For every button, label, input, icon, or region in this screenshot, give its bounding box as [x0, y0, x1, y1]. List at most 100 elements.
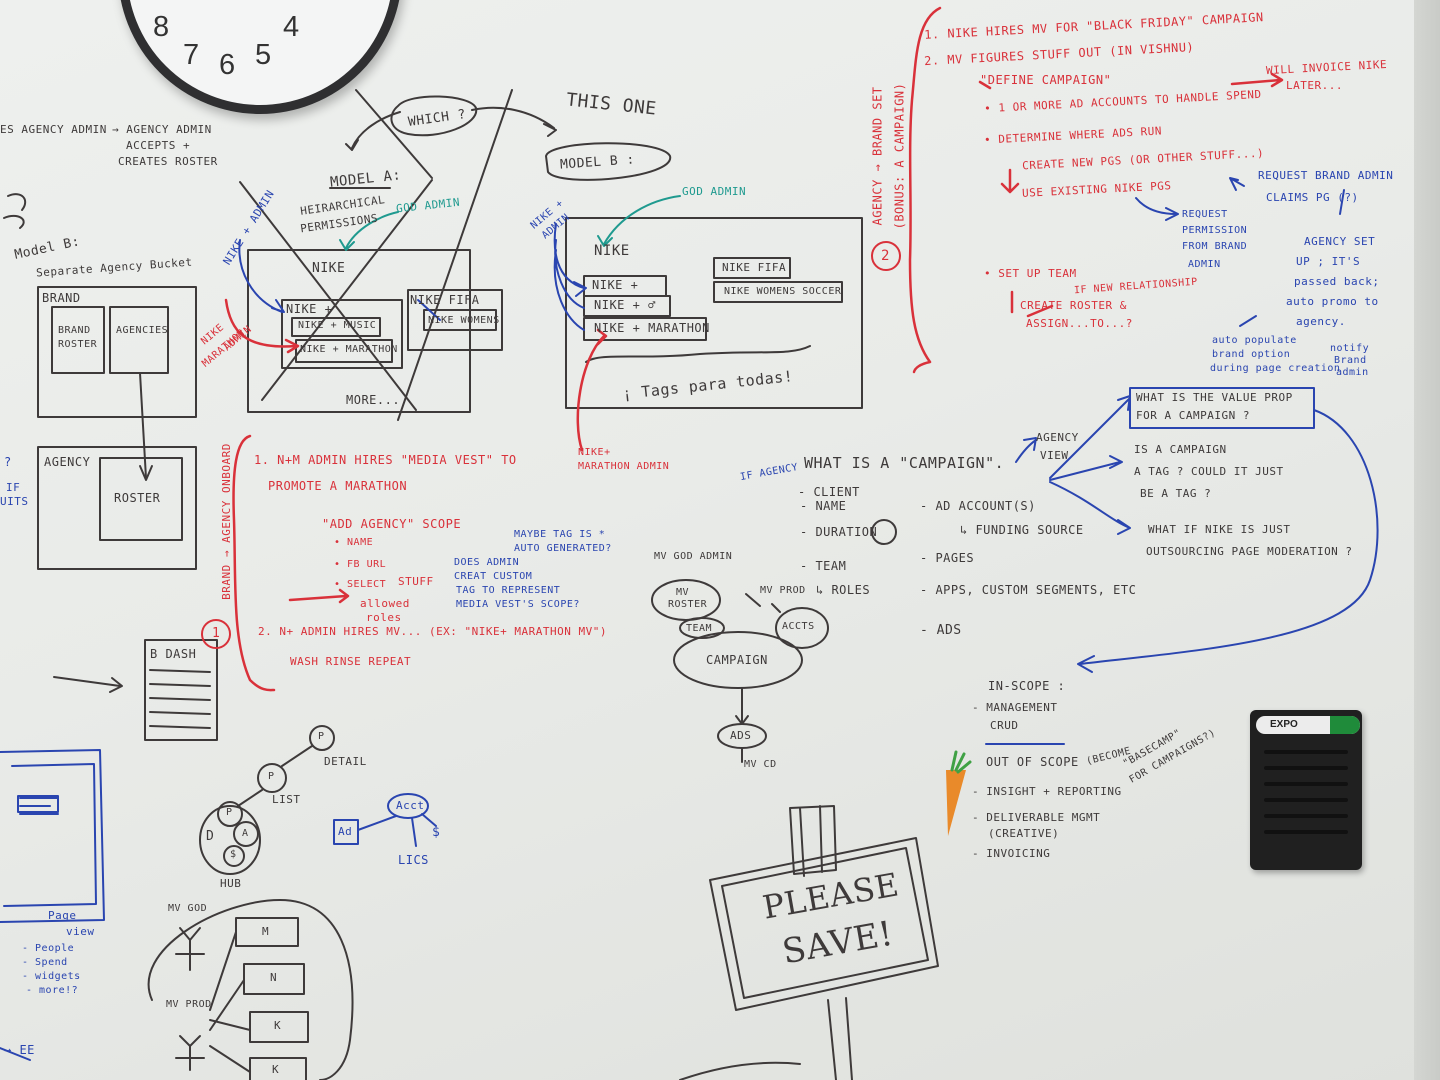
node-p-hub: P — [226, 807, 233, 818]
agency-set-4: auto promo to — [1286, 295, 1379, 308]
notify-1: notify — [1330, 343, 1370, 354]
brand-roster-label-1: BRAND — [58, 325, 91, 336]
box-k-2: K — [272, 1063, 280, 1076]
maybe-tag-2: AUTO GENERATED? — [514, 543, 612, 554]
value-prop-1: WHAT IS THE VALUE PROP — [1136, 391, 1293, 404]
in-scope: IN-SCOPE : — [988, 679, 1066, 693]
stuff-label: STUFF — [398, 575, 434, 588]
model-b-nike-plus-o: NIKE + ♂ — [594, 298, 656, 312]
agency-flow-4: CREATES ROSTER — [118, 155, 218, 168]
model-b-nike-fifa: NIKE FIFA — [722, 261, 787, 274]
auto-populate-2: brand option — [1212, 349, 1291, 360]
model-b-nike-marathon: NIKE + MARATHON — [594, 321, 710, 335]
agency-view-1: AGENCY — [1036, 431, 1079, 444]
roster-box-label: ROSTER — [114, 491, 161, 505]
is-campaign-1: IS A CAMPAIGN — [1134, 443, 1227, 456]
mv-cd: MV CD — [744, 759, 777, 770]
agency-flow-1: ES AGENCY ADMIN — [0, 123, 107, 136]
page-list-widgets: - widgets — [22, 971, 81, 982]
model-b-nike-plus: NIKE + — [592, 278, 639, 292]
agencies-label: AGENCIES — [116, 325, 169, 336]
node-d: D — [206, 829, 215, 844]
campaign-ads: - ADS — [920, 623, 962, 638]
node-a: A — [242, 828, 249, 839]
what-is-a-campaign: WHAT IS A "CAMPAIGN". — [804, 454, 1005, 472]
out-of-scope: OUT OF SCOPE — [986, 755, 1079, 769]
model-a-nike: NIKE — [312, 261, 346, 276]
mv-roster-1: MV — [676, 587, 690, 598]
model-b-nike: NIKE — [594, 243, 630, 259]
lics-label: LICS — [398, 853, 429, 867]
campaign-name: - NAME — [800, 499, 847, 513]
bullet-fb-url: • FB URL — [334, 559, 387, 570]
edge-uits: UITS — [0, 495, 29, 508]
clock-number-8: 8 — [153, 11, 170, 43]
box-m: M — [262, 925, 270, 938]
add-agency-scope: "ADD AGENCY" SCOPE — [322, 517, 462, 531]
campaign-team: - TEAM — [800, 559, 847, 573]
agency-box-label: AGENCY — [44, 455, 91, 469]
create-roster-2: ASSIGN...TO...? — [1026, 317, 1133, 330]
model-a-nike-marathon: NIKE + MARATHON — [300, 344, 398, 355]
ad-node: Ad — [338, 825, 353, 838]
circled-2: 2 — [881, 248, 890, 264]
bullet-name: • NAME — [334, 537, 374, 548]
model-b-nike-womens: NIKE WOMENS SOCCER — [724, 286, 842, 297]
campaign-apps: - APPS, CUSTOM SEGMENTS, ETC — [920, 583, 1137, 597]
brand-agency-onboard-vertical: BRAND → AGENCY ONBOARD — [219, 443, 233, 600]
scope-invoicing: - INVOICING — [972, 847, 1051, 860]
what-if-1: WHAT IF NIKE IS JUST — [1148, 523, 1291, 536]
bubble-team: TEAM — [686, 623, 713, 634]
model-a-nike-fifa: NIKE FIFA — [410, 293, 480, 307]
does-admin-4: MEDIA VEST'S SCOPE? — [456, 599, 580, 610]
campaign-ad-accounts: - AD ACCOUNT(S) — [920, 499, 1036, 513]
request-brand-admin-2: CLAIMS PG (?) — [1266, 191, 1359, 204]
request-permission-3: FROM BRAND — [1182, 241, 1248, 252]
maybe-tag-1: MAYBE TAG IS * — [514, 529, 606, 540]
clock-number-5: 5 — [255, 39, 272, 71]
dollar-node: $ — [432, 825, 441, 840]
value-prop-2: FOR A CAMPAIGN ? — [1136, 409, 1250, 422]
mv-roster-2: ROSTER — [668, 599, 708, 610]
page-list-more: - more!? — [26, 985, 79, 996]
agency-flow-2: → AGENCY ADMIN — [112, 123, 212, 136]
bubble-accts: ACCTS — [782, 621, 815, 632]
detail-label: DETAIL — [324, 755, 367, 768]
auto-populate-3: during page creation — [1210, 363, 1341, 374]
allowed-label: allowed — [360, 597, 410, 610]
node-p-mid: P — [268, 771, 275, 782]
step-1-hires-media-vest: 1. N+M ADMIN HIRES "MEDIA VEST" TO — [254, 453, 517, 467]
campaign-roles: ↳ ROLES — [816, 583, 871, 597]
ee-label: → EE — [4, 1043, 35, 1057]
scope-deliverable: - DELIVERABLE MGMT — [972, 811, 1101, 824]
bonus-campaign-vertical: (BONUS: A CAMPAIGN) — [892, 82, 907, 230]
model-a-nike-plus: NIKE + — [286, 302, 333, 316]
b-dash-label: B DASH — [150, 647, 197, 661]
acct-node: Acct — [396, 799, 425, 812]
request-brand-admin-1: REQUEST BRAND ADMIN — [1258, 169, 1394, 182]
model-a-nike-music: NIKE + MUSIC — [298, 320, 377, 331]
agency-set-1: AGENCY SET — [1304, 235, 1376, 248]
campaign-pages: - PAGES — [920, 551, 975, 565]
agency-brand-set-vertical: AGENCY → BRAND SET — [870, 86, 885, 226]
mv-prod-label: MV PROD — [166, 999, 212, 1010]
marker-label: EXPO — [1270, 719, 1298, 730]
scope-crud: CRUD — [990, 719, 1019, 732]
brand-roster-label-2: ROSTER — [58, 339, 98, 350]
agency-view-2: VIEW — [1040, 449, 1069, 462]
what-if-2: OUTSOURCING PAGE MODERATION ? — [1146, 545, 1353, 558]
campaign-duration: - DURATION — [800, 525, 878, 539]
will-invoice-2: LATER... — [1286, 79, 1343, 92]
bubble-campaign: CAMPAIGN — [706, 653, 768, 667]
marker-holder — [1250, 710, 1362, 870]
page-view-1: Page — [48, 909, 77, 922]
page-list-spend: - Spend — [22, 957, 68, 968]
clock-number-7: 7 — [183, 39, 200, 71]
bubble-ads: ADS — [730, 729, 752, 742]
marker-cap — [1330, 716, 1360, 734]
is-campaign-3: BE A TAG ? — [1140, 487, 1212, 500]
bullet-select: • SELECT — [334, 579, 387, 590]
agency-set-3: passed back; — [1294, 275, 1380, 288]
